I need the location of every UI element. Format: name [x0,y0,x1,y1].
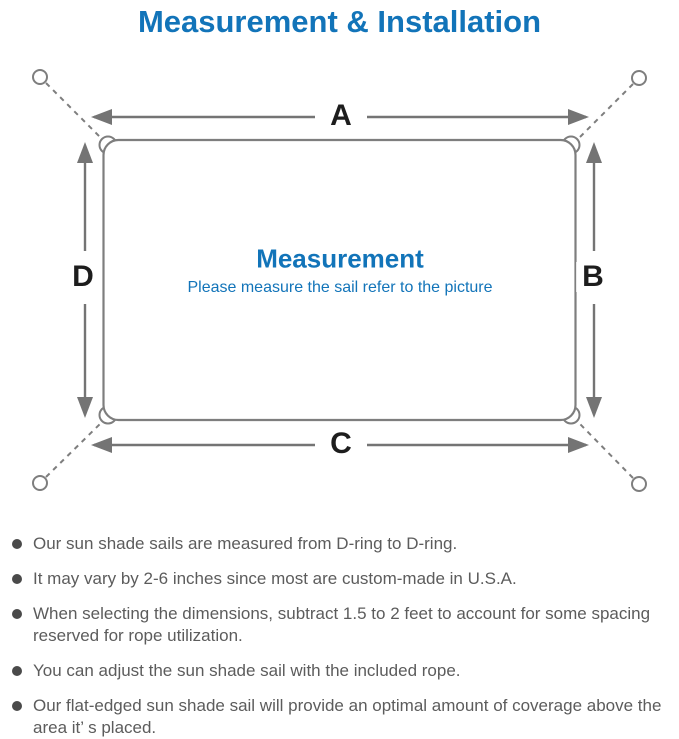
rope-top-left [45,82,101,138]
bullet-dot-icon [12,666,22,676]
sail-diagram-canvas [32,69,647,492]
note-text: Our sun shade sails are measured from D-… [33,534,458,553]
notes-list: Our sun shade sails are measured from D-… [12,533,674,739]
note-text: You can adjust the sun shade sail with t… [33,661,461,680]
diagram-center-subtitle: Please measure the sail refer to the pic… [187,279,493,296]
sail-measurement-diagram: A B C D Measurement Please measure the s… [32,69,647,492]
anchor-top-right-icon [631,70,647,86]
dimension-arrow-a [91,109,589,125]
anchor-top-left-icon [32,69,48,85]
dimension-arrows [77,109,602,453]
list-item: Our sun shade sails are measured from D-… [12,533,674,555]
page-title: Measurement & Installation [137,4,542,39]
dimension-arrow-b [586,142,602,418]
bullet-dot-icon [12,539,22,549]
list-item: Our flat-edged sun shade sail will provi… [12,695,674,739]
dimension-label-b: B [576,262,610,292]
anchor-bottom-right-icon [631,476,647,492]
dimension-label-a: A [324,101,358,131]
sail-outline [102,138,577,422]
diagram-center-title: Measurement [256,243,424,274]
list-item: When selecting the dimensions, subtract … [12,603,674,647]
rope-bottom-left [45,423,101,478]
anchor-bottom-left-icon [32,475,48,491]
note-text: When selecting the dimensions, subtract … [33,604,651,645]
rope-bottom-right [579,423,634,479]
list-item: It may vary by 2-6 inches since most are… [12,568,674,590]
dimension-arrow-d [77,142,93,418]
anchor-point-icons [32,69,647,492]
bullet-dot-icon [12,574,22,584]
dimension-arrow-c [91,437,589,453]
dimension-label-c: C [324,429,358,459]
dimension-label-d: D [66,262,100,292]
rope-dashed-lines [45,82,634,479]
note-text: Our flat-edged sun shade sail will provi… [33,696,662,737]
bullet-dot-icon [12,701,22,711]
note-text: It may vary by 2-6 inches since most are… [33,569,517,588]
bullet-dot-icon [12,609,22,619]
list-item: You can adjust the sun shade sail with t… [12,660,674,682]
rope-top-right [579,83,634,138]
